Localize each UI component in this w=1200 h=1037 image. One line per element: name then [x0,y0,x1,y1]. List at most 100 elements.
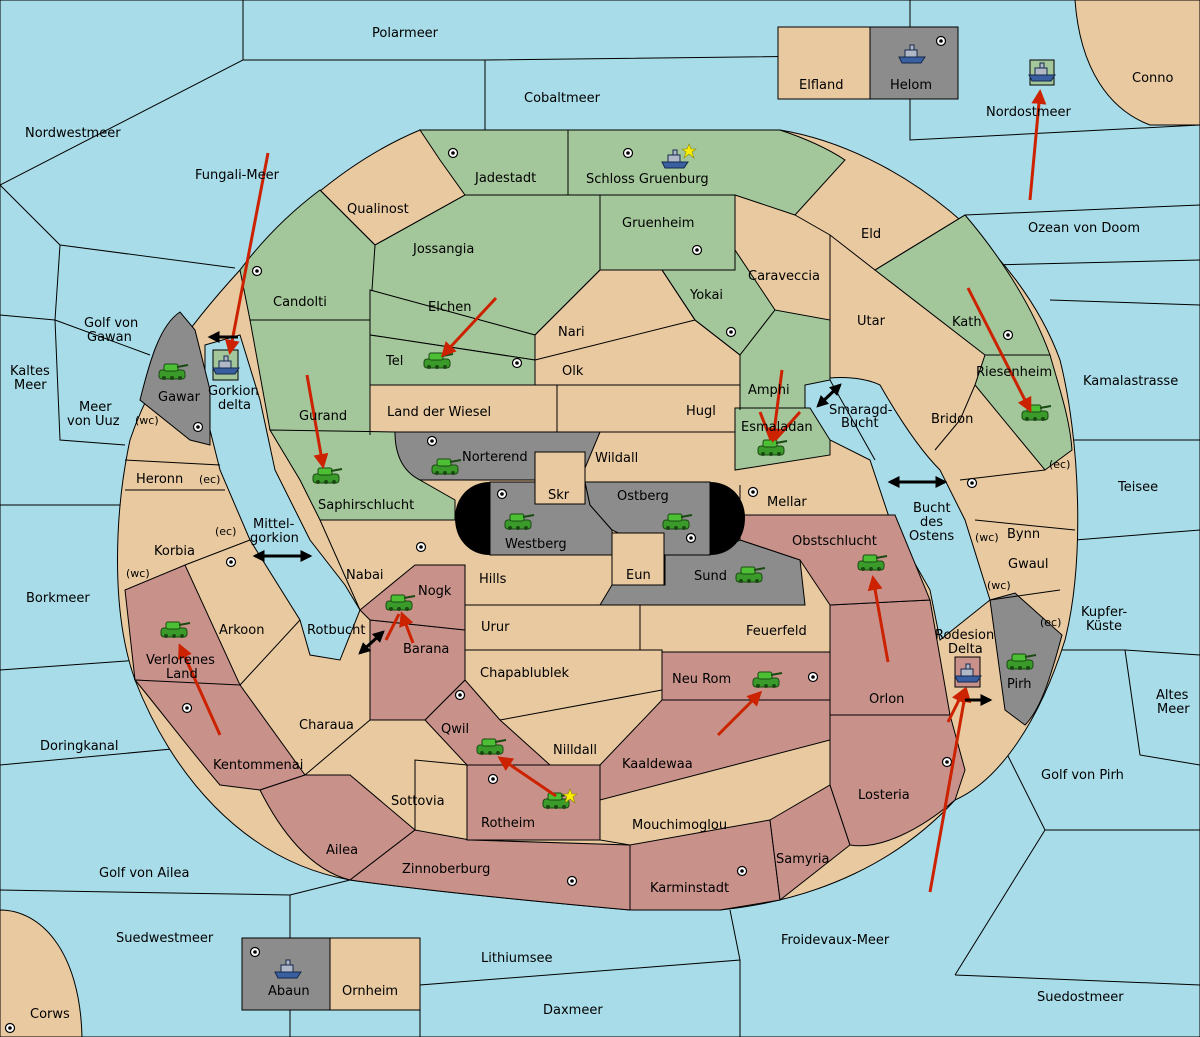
label-mouchimoglou: Mouchimoglou [632,818,727,833]
label-golf-von-gawan-2: Gawan [87,330,132,345]
label-bynn-wc: (wc) [975,531,999,544]
label-korbia-ec: (ec) [215,525,236,538]
label-bucht-des-ostens-3: Ostens [909,529,954,544]
label-korbia: Korbia [154,544,195,559]
sea-mittelgorkion[interactable] [204,334,361,661]
label-gawar: Gawar [158,390,201,405]
label-pirh-ec: (ec) [1040,616,1061,629]
territory-skr[interactable] [534,451,586,505]
label-golf-von-pirh: Golf von Pirh [1041,768,1124,783]
label-eun: Eun [626,568,651,583]
label-nari: Nari [558,325,585,340]
label-barana: Barana [403,642,449,657]
label-rodesion-delta-2: Delta [948,642,983,657]
move-orders [178,89,1047,893]
label-bridon: Bridon [931,412,973,427]
label-tel: Tel [385,354,403,369]
territory-candolti[interactable] [239,189,376,321]
label-sund: Sund [694,569,727,584]
passage-connectors [207,331,993,706]
label-mittelgorkion-2: gorkion [250,531,299,546]
label-wildall: Wildall [595,451,638,466]
label-korbia-wc: (wc) [126,567,150,580]
label-suedwestmeer: Suedwestmeer [116,931,214,946]
label-ornheim: Ornheim [342,984,398,999]
label-ailea: Ailea [326,843,358,858]
label-obstschlucht: Obstschlucht [792,534,877,549]
label-lithiumsee: Lithiumsee [481,951,552,966]
fortress-cap-west [455,482,490,555]
label-golf-von-gawan-1: Golf von [84,316,138,331]
label-nilldall: Nilldall [553,743,597,758]
label-utar: Utar [857,314,886,329]
land-boundaries [124,189,1076,846]
label-ostberg: Ostberg [617,489,669,504]
label-karminstadt: Karminstadt [650,881,729,896]
label-ozean-von-doom: Ozean von Doom [1028,221,1140,236]
label-abaun: Abaun [268,984,310,999]
label-kamalastrasse: Kamalastrasse [1083,374,1178,389]
label-fungali-meer: Fungali-Meer [195,168,280,183]
territory-ornheim[interactable] [329,937,421,1011]
label-neu-rom: Neu Rom [672,672,731,687]
label-altes-meer-2: Meer [1157,702,1190,717]
label-nordostmeer: Nordostmeer [986,105,1072,120]
sea-smaragd-bucht[interactable] [804,377,991,641]
territory-labels: Polarmeer Cobaltmeer Nordwestmeer Fungal… [10,26,1190,1022]
label-kaltes-meer-2: Meer [14,378,47,393]
label-froidevaux-meer: Froidevaux-Meer [781,933,890,948]
label-charaua: Charaua [299,718,354,733]
label-smaragd-bucht-1: Smaragd- [829,403,893,418]
label-mellar: Mellar [767,495,807,510]
label-elchen: Elchen [428,300,471,315]
label-gorkion-delta-2: delta [218,398,251,413]
label-qwil: Qwil [441,722,469,737]
label-arkoon: Arkoon [219,623,264,638]
label-gawar-wc: (wc) [135,414,159,427]
label-land-der-wiesel: Land der Wiesel [387,405,491,420]
label-gruenheim: Gruenheim [622,216,694,231]
territory-losteria[interactable] [829,714,966,847]
label-riesenheim-ec: (ec) [1049,458,1070,471]
label-nabai: Nabai [346,568,384,583]
label-mittelgorkion-1: Mittel- [253,517,295,532]
territory-elfland[interactable] [777,26,871,100]
label-heronn: Heronn [136,472,183,487]
label-doringkanal: Doringkanal [40,739,119,754]
label-chapablublek: Chapablublek [480,666,569,681]
label-zinnoberburg: Zinnoberburg [402,862,490,877]
label-conno: Conno [1132,71,1174,86]
label-meer-von-uuz-2: von Uuz [67,414,120,429]
label-jadestadt: Jadestadt [474,171,536,186]
label-amphi: Amphi [748,383,790,398]
label-kentommenai: Kentommenai [213,758,303,773]
territory-karminstadt[interactable] [629,819,781,911]
label-qualinost: Qualinost [347,202,409,217]
label-elfland: Elfland [799,78,843,93]
label-norterend: Norterend [462,450,528,465]
label-altes-meer-1: Altes [1156,688,1189,703]
label-nogk: Nogk [418,584,452,599]
label-daxmeer: Daxmeer [543,1003,603,1018]
label-olk: Olk [562,364,584,379]
label-nordwestmeer: Nordwestmeer [25,126,121,141]
territory-eun[interactable] [611,532,665,586]
label-sottovia: Sottovia [391,794,445,809]
territory-gruenheim[interactable] [599,194,736,271]
label-losteria: Losteria [858,788,910,803]
label-heronn-ec: (ec) [199,473,220,486]
territory-conno[interactable] [1074,0,1200,126]
label-kupfer-kueste-2: Küste [1086,619,1122,634]
label-suedostmeer: Suedostmeer [1037,990,1124,1005]
label-teisee: Teisee [1117,480,1158,495]
label-verlorenes-land-2: Land [166,667,198,682]
label-pirh: Pirh [1007,677,1032,692]
label-meer-von-uuz-1: Meer [79,400,112,415]
label-jossangia: Jossangia [412,242,474,257]
label-rotbucht: Rotbucht [307,623,365,638]
label-verlorenes-land-1: Verlorenes [146,653,215,668]
label-eld: Eld [861,227,881,242]
label-cobaltmeer: Cobaltmeer [524,91,601,106]
